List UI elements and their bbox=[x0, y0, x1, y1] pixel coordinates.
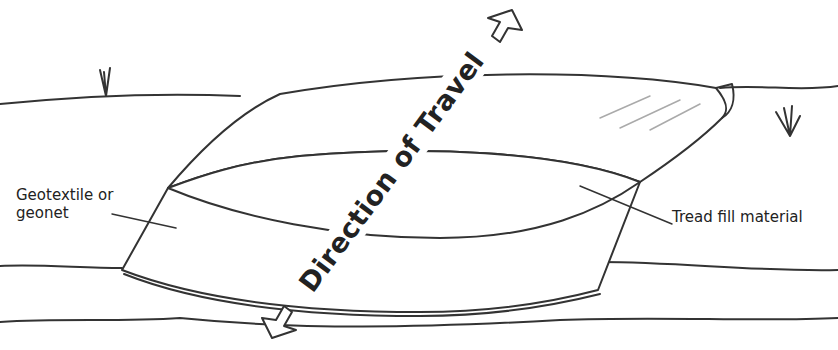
ground-line bbox=[720, 86, 838, 88]
ground-line bbox=[0, 318, 838, 327]
leader-line bbox=[580, 186, 672, 224]
ground-line bbox=[600, 262, 838, 270]
part-label: Geotextile or geonet bbox=[16, 186, 116, 222]
leader-line bbox=[112, 214, 176, 228]
direction-label: Direction of Travel bbox=[289, 41, 495, 303]
part-label: Tread fill material bbox=[672, 208, 832, 226]
geotextile-edge bbox=[124, 274, 600, 316]
grass-tuft bbox=[776, 106, 800, 136]
direction-arrow bbox=[262, 306, 296, 338]
surface-shading bbox=[600, 96, 700, 130]
tread-end-face bbox=[716, 84, 734, 118]
direction-arrow bbox=[488, 10, 522, 42]
ground-line bbox=[0, 95, 240, 104]
grass-tuft bbox=[100, 68, 110, 96]
ground-line bbox=[0, 265, 122, 268]
